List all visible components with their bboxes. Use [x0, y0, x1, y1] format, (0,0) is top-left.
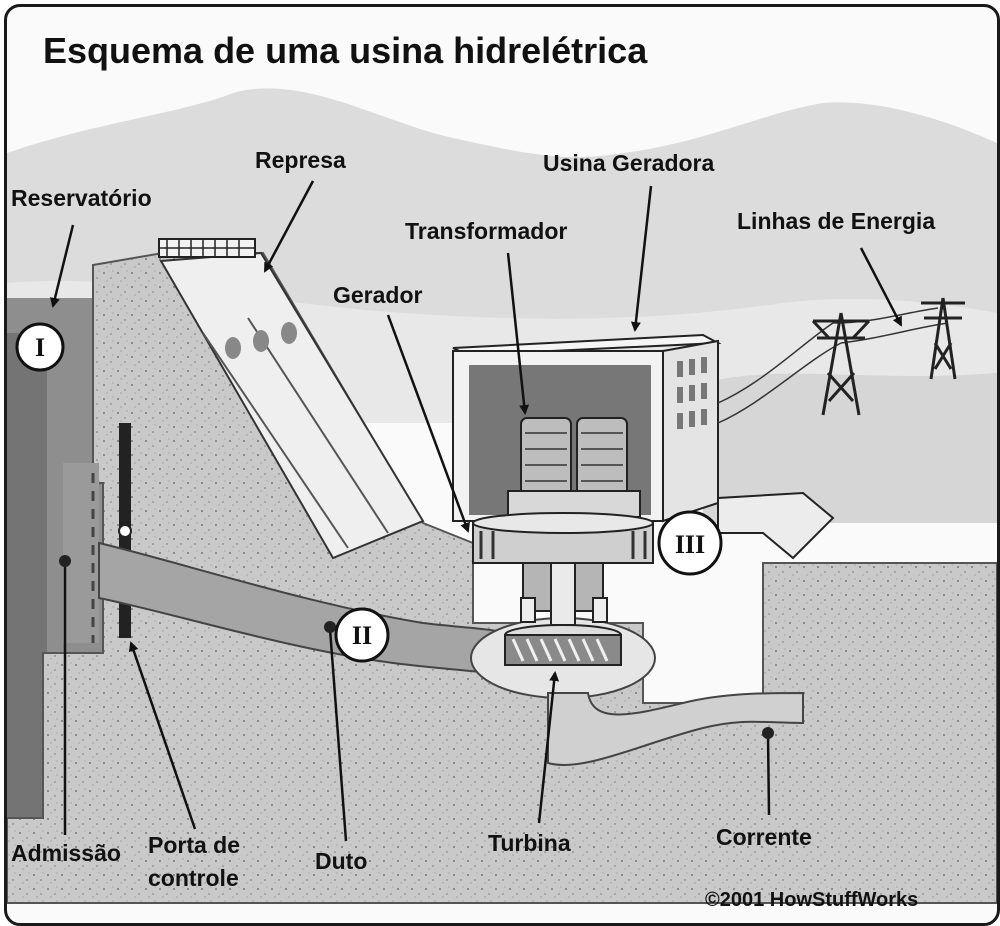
power-cables: [717, 307, 949, 424]
ground-right: [703, 373, 997, 523]
label-reservatorio: Reservatório: [11, 185, 152, 211]
svg-text:III: III: [675, 530, 705, 559]
label-duto: Duto: [315, 848, 367, 874]
label-turbina: Turbina: [488, 830, 571, 856]
arrow-linhas: [859, 247, 903, 327]
hydroelectric-plant-diagram: I II III Esquema de uma usina hidrelétri…: [7, 30, 997, 911]
arrow-duto: [328, 628, 348, 842]
arrow-reservatorio: [50, 224, 75, 308]
page-title: Esquema de uma usina hidrelétrica: [43, 30, 648, 71]
label-linhas-energia: Linhas de Energia: [737, 208, 935, 234]
arrow-usina: [630, 185, 653, 332]
reservoir-deep: [7, 333, 47, 818]
label-admissao: Admissão: [11, 840, 121, 866]
arrow-corrente: [766, 734, 771, 816]
marker-i: I: [15, 322, 65, 372]
tailrace: [547, 691, 804, 766]
arrow-transformador: [506, 252, 530, 415]
label-gerador: Gerador: [333, 282, 423, 308]
turbine-unit: [504, 624, 622, 666]
svg-text:I: I: [35, 333, 45, 362]
svg-text:II: II: [352, 621, 372, 650]
arrow-porta: [128, 641, 197, 830]
label-represa: Represa: [255, 147, 346, 173]
outlet-block: [717, 491, 835, 560]
leader-lines: [50, 180, 903, 842]
arrow-turbina: [537, 671, 560, 824]
diagram-frame: I II III Esquema de uma usina hidrelétri…: [4, 4, 1000, 926]
label-usina-geradora: Usina Geradora: [543, 150, 714, 176]
generator-unit: [472, 512, 654, 626]
power-tower-2: [921, 297, 965, 380]
marker-ii: II: [334, 607, 390, 663]
marker-iii: III: [657, 510, 723, 576]
label-porta-line1: Porta de: [148, 832, 240, 858]
label-porta-line2: controle: [148, 865, 239, 891]
power-tower-1: [811, 312, 871, 416]
arrow-represa: [263, 180, 315, 273]
copyright: ©2001 HowStuffWorks: [705, 889, 918, 911]
label-corrente: Corrente: [716, 824, 812, 850]
powerhouse-windows: [677, 357, 707, 429]
label-transformador: Transformador: [405, 218, 567, 244]
transformer-units: [507, 417, 641, 518]
arrow-gerador: [386, 314, 470, 533]
